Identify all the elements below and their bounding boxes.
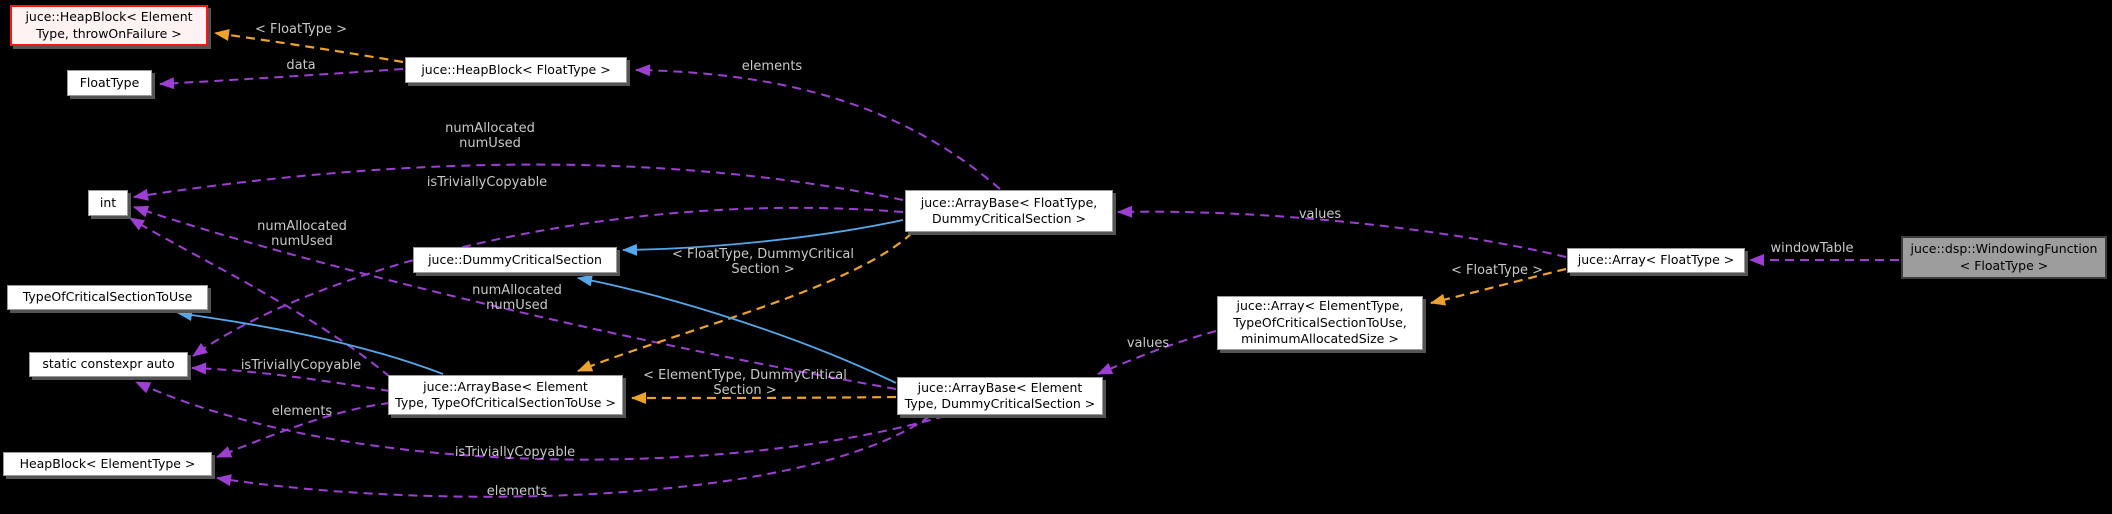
node-int[interactable]: int: [88, 190, 128, 216]
edge-label-elements-top: elements: [741, 59, 803, 74]
edge-inherit-typeofcriticalsection: [177, 309, 444, 375]
edge-template-heapblock: [214, 29, 404, 64]
edge-usage-istriviallycopyable-top: [192, 206, 904, 357]
edge-label-windowtable: windowTable: [1770, 241, 1854, 256]
edge-usage-istriviallycopyable-bottom: [135, 381, 946, 461]
edge-label-istriviallycopyable-bottom: isTriviallyCopyable: [454, 445, 576, 460]
node-heapblock-elementtype-throwonfailure[interactable]: juce::HeapBlock< Element Type, throwOnFa…: [10, 5, 208, 46]
node-arraybase-floattype-dummycriticalsection[interactable]: juce::ArrayBase< FloatType, DummyCritica…: [905, 190, 1113, 232]
edge-label-numallocated-left: numAllocated numUsed: [257, 219, 347, 250]
edge-usage-values-top: [1117, 205, 1567, 258]
edge-template-arraybase-floattype: [577, 232, 913, 373]
edge-label-values-top: values: [1298, 207, 1342, 222]
edge-label-template-elementtype-dummycritical: < ElementType, DummyCritical Section >: [643, 368, 847, 399]
edge-label-template-floattype-dummycritical: < FloatType, DummyCritical Section >: [672, 247, 854, 278]
node-floattype[interactable]: FloatType: [67, 70, 152, 96]
node-static-constexpr-auto[interactable]: static constexpr auto: [29, 352, 188, 377]
edge-template-arraybase-elementtype: [631, 391, 897, 404]
edge-inherit-dummycriticalsection-2: [577, 274, 897, 384]
edge-label-istriviallycopyable-top: isTriviallyCopyable: [426, 175, 548, 190]
edge-inherit-dummycriticalsection-1: [622, 219, 904, 256]
edge-label-numallocated-mid: numAllocated numUsed: [472, 283, 562, 314]
edge-label-numallocated-top: numAllocated numUsed: [445, 121, 535, 152]
edge-usage-values-low: [1097, 330, 1217, 375]
edge-label-elements-mid: elements: [271, 404, 333, 419]
edge-usage-elements-bottom: [216, 415, 931, 498]
node-array-elementtype[interactable]: juce::Array< ElementType, TypeOfCritical…: [1217, 296, 1423, 350]
edge-usage-data: [159, 68, 404, 90]
edge-label-values-low: values: [1126, 336, 1170, 351]
edge-label-elements-bottom: elements: [486, 484, 548, 499]
edge-label-template-floattype-top: < FloatType >: [254, 22, 348, 37]
node-windowingfunction-floattype: juce::dsp::WindowingFunction < FloatType…: [1901, 236, 2107, 279]
edge-usage-elements-mid: [216, 402, 391, 458]
edge-usage-numallocated-left: [129, 217, 391, 378]
edge-label-istriviallycopyable-mid: isTriviallyCopyable: [240, 358, 362, 373]
node-arraybase-elementtype-typeofcriticalsectiontouse[interactable]: juce::ArrayBase< Element Type, TypeOfCri…: [388, 375, 623, 415]
node-heapblock-elementtype[interactable]: HeapBlock< ElementType >: [3, 452, 212, 476]
edge-usage-numallocated-mid: [133, 205, 897, 390]
edge-label-data: data: [286, 58, 316, 73]
node-arraybase-elementtype-dummycriticalsection[interactable]: juce::ArrayBase< Element Type, DummyCrit…: [897, 377, 1103, 415]
edge-template-array: [1430, 267, 1567, 306]
node-heapblock-floattype[interactable]: juce::HeapBlock< FloatType >: [405, 57, 627, 83]
node-typeofcriticalsectiontouse[interactable]: TypeOfCriticalSectionToUse: [7, 285, 208, 310]
edge-usage-elements-top: [635, 64, 1001, 190]
edge-label-template-floattype-right: < FloatType >: [1450, 263, 1544, 278]
node-array-floattype[interactable]: juce::Array< FloatType >: [1567, 248, 1745, 273]
node-dummycriticalsection[interactable]: juce::DummyCriticalSection: [413, 247, 617, 273]
